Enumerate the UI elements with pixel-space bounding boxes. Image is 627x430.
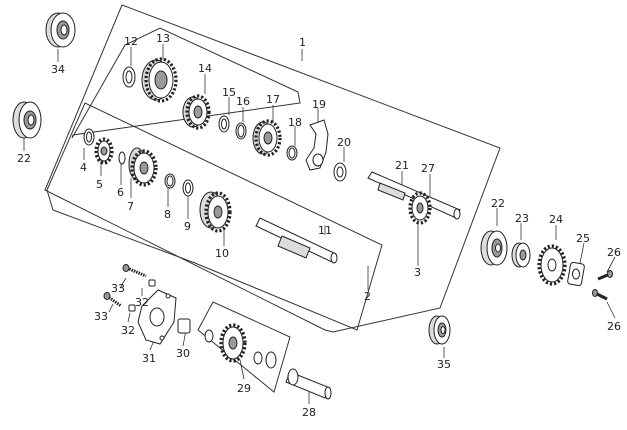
dowel-32-upper [148, 279, 156, 287]
callout-1: 1 [299, 36, 306, 49]
callout-24: 24 [549, 213, 563, 226]
callout-22-left: 22 [17, 152, 31, 165]
outer-assembly-outline [44, 4, 501, 333]
washer-12 [122, 66, 136, 88]
callout-26-upper: 26 [607, 246, 621, 259]
bearing-22-left [12, 101, 42, 139]
bearing-34 [45, 12, 76, 48]
callout-22-right: 22 [491, 197, 505, 210]
input-shaft-11 [255, 217, 338, 264]
washer-9 [182, 179, 194, 197]
callout-20: 20 [337, 136, 351, 149]
gear-17 [252, 119, 282, 157]
callout-30: 30 [176, 347, 190, 360]
callout-35: 35 [437, 358, 451, 371]
cover-plate-31 [137, 289, 177, 345]
lock-plate-25 [567, 261, 585, 287]
dowel-32-lower [128, 304, 136, 312]
callout-4: 4 [80, 161, 87, 174]
callout-26-lower: 26 [607, 320, 621, 333]
washer-6 [118, 151, 126, 165]
callout-23: 23 [515, 212, 529, 225]
callout-8: 8 [164, 208, 171, 221]
callout-labels: 1 2 3 4 5 6 7 8 9 10 11 12 13 14 15 16 1… [17, 32, 621, 419]
callout-9: 9 [184, 220, 191, 233]
callout-15: 15 [222, 86, 236, 99]
washer-15 [218, 115, 230, 133]
callout-33-upper: 33 [111, 282, 125, 295]
callout-10: 10 [215, 247, 229, 260]
callout-29: 29 [237, 382, 251, 395]
oil-seal-23 [511, 242, 531, 268]
bolt-33-lower [103, 292, 122, 308]
callout-34: 34 [51, 63, 65, 76]
callout-16: 16 [236, 95, 250, 108]
gear-7 [128, 147, 158, 187]
callout-11: 11 [318, 224, 332, 237]
circlip-8 [164, 173, 176, 189]
circlip-18 [286, 145, 298, 161]
washer-20 [333, 162, 347, 182]
inner-assembly-outline [71, 27, 301, 139]
callout-32-upper: 32 [135, 296, 149, 309]
callout-17: 17 [266, 93, 280, 106]
callout-3: 3 [414, 266, 421, 279]
callout-21: 21 [395, 159, 409, 172]
shift-fork-19 [305, 119, 329, 171]
kickstart-gear-group-outline [197, 301, 291, 393]
bolt-26-upper [597, 270, 613, 281]
callout-19: 19 [312, 98, 326, 111]
callout-5: 5 [96, 178, 103, 191]
callout-25: 25 [576, 232, 590, 245]
callout-2: 2 [364, 290, 371, 303]
callout-13: 13 [156, 32, 170, 45]
callout-12: 12 [124, 35, 138, 48]
callout-31: 31 [142, 352, 156, 365]
gear-14 [182, 94, 211, 130]
bearing-22-right [480, 230, 508, 266]
gear-5 [94, 137, 114, 165]
gear-13 [141, 57, 178, 103]
gear-10 [199, 191, 232, 233]
callout-6: 6 [117, 186, 124, 199]
callout-14: 14 [198, 62, 212, 75]
washer-4 [83, 128, 95, 146]
callout-28: 28 [302, 406, 316, 419]
bushing-30 [177, 318, 191, 334]
kickstart-shaft-28 [285, 368, 332, 400]
bolt-26-lower [592, 289, 608, 301]
circlip-16 [235, 122, 247, 140]
gear-27 [408, 191, 432, 225]
bolt-33-upper [122, 264, 147, 278]
callout-27: 27 [421, 162, 435, 175]
input-shaft-group-outline [46, 102, 383, 331]
callout-7: 7 [127, 200, 134, 213]
bearing-35 [428, 315, 451, 345]
kickstart-gear-29 [204, 323, 277, 369]
callout-18: 18 [288, 116, 302, 129]
sprocket-24 [537, 244, 567, 286]
callout-32-lower: 32 [121, 324, 135, 337]
callout-33-lower: 33 [94, 310, 108, 323]
